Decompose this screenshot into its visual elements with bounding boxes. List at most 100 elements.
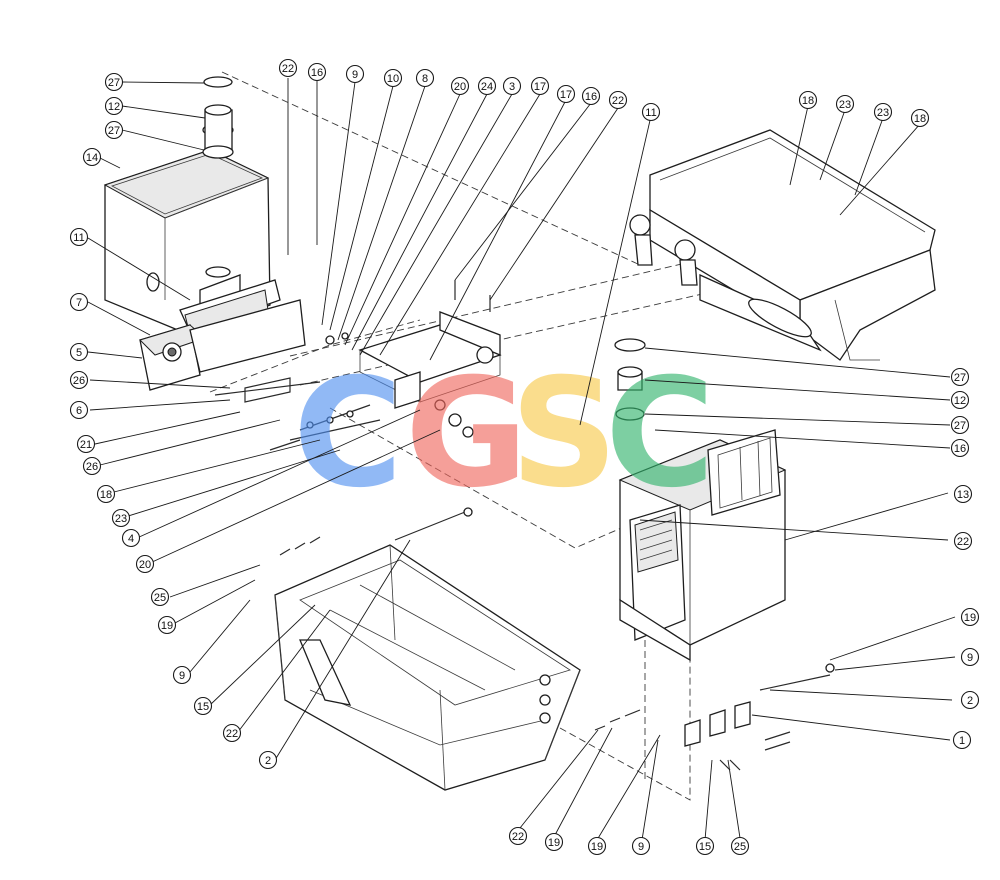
callout-number: 25 [154,592,166,604]
callout-balloon-frame-left: 2 [258,750,278,770]
callout-number: 19 [964,612,976,624]
callout-circle [952,730,972,750]
callout-circle [193,696,213,716]
callout-number: 9 [352,69,358,81]
callout-circle [222,723,242,743]
callout-number: 23 [115,513,127,525]
center-subframe [325,280,502,438]
callout-circle [950,415,970,435]
callout-number: 22 [226,728,238,740]
callout-circle [96,484,116,504]
callout-circle [104,120,124,140]
callout-number: 2 [967,695,973,707]
callout-balloon-left-column: 5 [69,342,89,362]
callout-balloon-right-column: 13 [953,484,973,504]
callout-balloon-frame-left: 25 [150,587,170,607]
callout-balloon-right-column: 1 [952,730,972,750]
callout-circle [508,826,528,846]
callout-number: 7 [76,297,82,309]
callout-circle [69,400,89,420]
callout-balloon-frame-left: 22 [222,723,242,743]
callout-circle [76,434,96,454]
callout-balloon-left-column: 12 [104,96,124,116]
callout-balloon-top-row: 11 [641,102,661,122]
callout-balloon-bottom-row: 9 [631,836,651,856]
callout-number: 3 [509,81,515,93]
callout-circle [150,587,170,607]
callout-number: 11 [73,232,84,244]
callout-circle [960,647,980,667]
callout-balloon-bottom-row: 15 [695,836,715,856]
callout-balloon-left-column: 23 [111,508,131,528]
lower-mounting-frame [274,507,581,791]
callout-circle [587,836,607,856]
callout-circle [950,390,970,410]
callout-number: 22 [512,831,524,843]
callout-number: 17 [560,89,572,101]
callout-circle [544,832,564,852]
callout-balloon-top-row: 16 [307,62,327,82]
callout-balloon-right-column: 27 [950,415,970,435]
callout-balloon-left-column: 21 [76,434,96,454]
callout-balloon-left-column: 4 [121,528,141,548]
callout-circle [278,58,298,78]
callout-number: 23 [839,99,851,111]
callout-circle [135,554,155,574]
callout-circle [556,84,576,104]
callout-balloon-bottom-row: 19 [544,832,564,852]
callout-circle [502,76,522,96]
callout-circle [695,836,715,856]
callout-number: 24 [481,81,493,93]
truck-bed-frame [629,129,936,361]
callout-balloon-right-column: 16 [950,438,970,458]
callout-circle [953,531,973,551]
callout-circle [730,836,750,856]
cgsc-watermark: C G S C [293,347,715,521]
callout-number: 2 [265,755,271,767]
callout-circle [960,607,980,627]
callout-number: 27 [108,77,120,89]
callout-balloon-top-row: 10 [383,68,403,88]
callout-balloon-right-column: 2 [960,690,980,710]
watermark-letter: C [605,347,715,521]
callout-number: 18 [802,95,814,107]
callout-balloon-bottom-row: 22 [508,826,528,846]
callout-number: 9 [179,670,185,682]
callout-circle [69,292,89,312]
callout-circle [69,370,89,390]
callout-number: 9 [638,841,644,853]
callout-balloon-bottom-row: 25 [730,836,750,856]
callout-circle [307,62,327,82]
callout-balloon-top-row: 3 [502,76,522,96]
callout-balloon-top-right: 23 [873,102,893,122]
callout-circle [477,76,497,96]
watermark-letter: G [405,347,528,521]
callout-balloon-top-row: 16 [581,86,601,106]
callout-number: 20 [139,559,151,571]
callout-balloon-frame-left: 19 [157,615,177,635]
callout-number: 18 [914,113,926,125]
callout-circle [835,94,855,114]
callout-number: 27 [108,125,120,137]
callout-balloon-top-row: 20 [450,76,470,96]
callout-balloon-left-column: 20 [135,554,155,574]
callout-circle [581,86,601,106]
callout-number: 23 [877,107,889,119]
callout-circle [798,90,818,110]
callout-balloon-top-row: 24 [477,76,497,96]
callout-number: 11 [645,107,656,119]
callout-circle [82,147,102,167]
callout-balloon-top-right: 18 [798,90,818,110]
callout-circle [104,72,124,92]
callout-balloon-bottom-row: 19 [587,836,607,856]
callout-balloon-left-column: 26 [69,370,89,390]
callout-number: 16 [954,443,966,455]
callout-balloon-left-column: 27 [104,120,124,140]
callout-number: 5 [76,347,82,359]
callout-circle [415,68,435,88]
callout-circle [69,227,89,247]
callout-circle [950,438,970,458]
callout-number: 20 [454,81,466,93]
callout-circle [345,64,365,84]
